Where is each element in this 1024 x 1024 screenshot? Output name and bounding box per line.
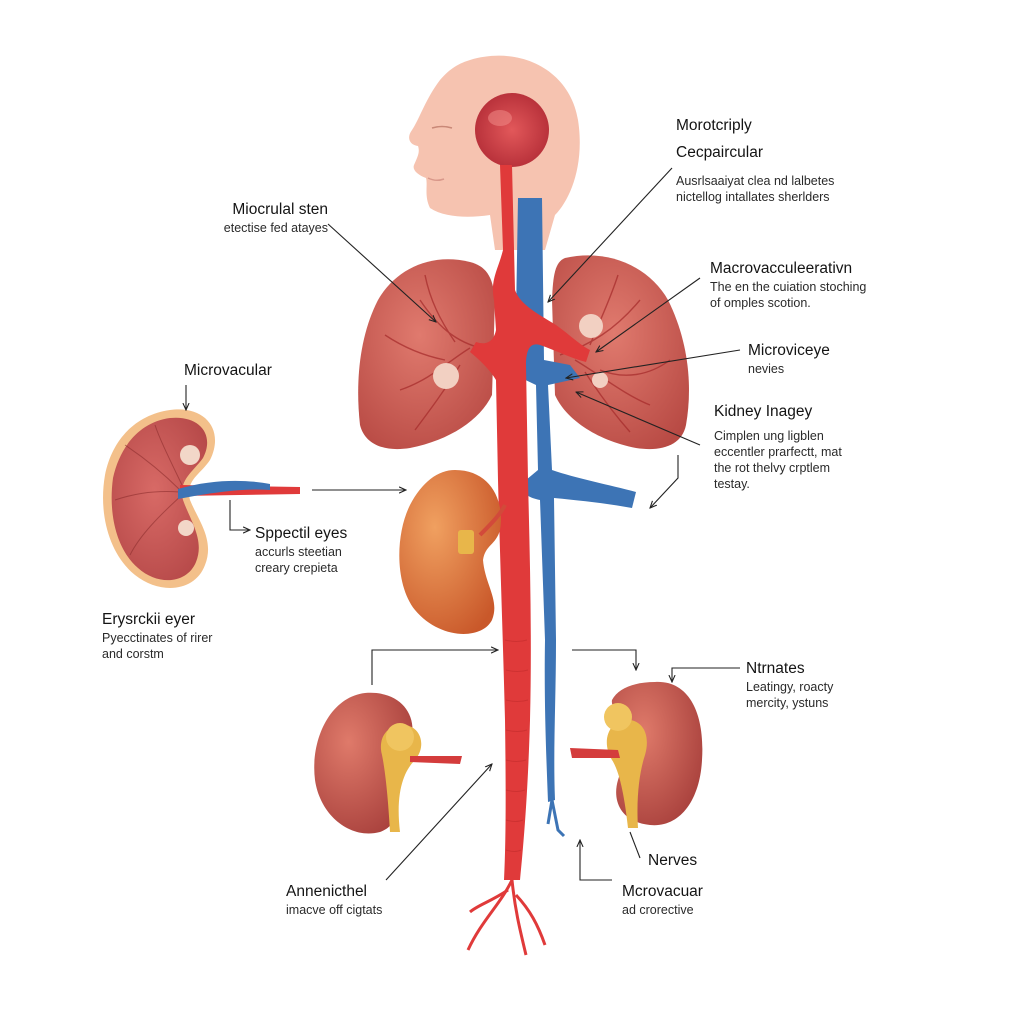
label-desc: Pyecctinates of rirer xyxy=(102,630,213,645)
leader-lines xyxy=(186,167,741,881)
aorta xyxy=(466,165,590,956)
label-title: Macrovacculeerativn xyxy=(710,260,853,277)
label-desc: eccentler prarfectt, mat xyxy=(714,444,842,459)
label-macro-right: Macrovacculeerativn The en the cuiation … xyxy=(710,259,866,311)
label-desc: Leatingy, roacty xyxy=(746,679,834,694)
label-desc: Ausrlsaaiyat clea nd lalbetes xyxy=(676,173,835,188)
label-eye-left: Erysrckii eyer Pyecctinates of rirer and… xyxy=(102,610,212,662)
label-arterial: Annenicthel imacve off cigtats xyxy=(286,882,382,918)
label-micro-right: Microviceye nevies xyxy=(748,341,830,377)
label-nerves: Nerves xyxy=(648,851,697,871)
label-desc: of omples scotion. xyxy=(710,295,811,310)
bottom-right-kidney xyxy=(570,681,703,828)
label-desc: and corstm xyxy=(102,646,164,661)
label-desc: creary crepieta xyxy=(255,560,338,575)
label-micro-left: Microvacular xyxy=(184,361,272,381)
label-micro-bottom: Mcrovacuar ad crorective xyxy=(622,882,703,918)
label-title: Nerves xyxy=(648,852,698,869)
label-title: Kidney Inagey xyxy=(714,403,813,420)
label-desc: nictellog intallates sherlders xyxy=(676,189,830,204)
label-desc: accurls steetian xyxy=(255,544,342,559)
label-desc: Cimplen ung ligblen xyxy=(714,428,824,443)
label-desc: etectise fed atayes xyxy=(223,220,328,235)
label-special-eyes: Sppectil eyes accurls steetian creary cr… xyxy=(255,524,347,576)
vena-cava xyxy=(515,198,636,838)
label-title: Erysrckii eyer xyxy=(102,611,196,628)
label-desc: nevies xyxy=(748,361,785,376)
label-desc: The en the cuiation stoching xyxy=(710,279,867,294)
label-top-right-2: Cecpaircular Ausrlsaaiyat clea nd lalbet… xyxy=(676,143,834,205)
center-kidney xyxy=(399,470,507,634)
label-title: Cecpaircular xyxy=(676,144,764,161)
label-nutrients: Ntrnates Leatingy, roacty mercity, ystun… xyxy=(746,659,833,711)
label-title: Sppectil eyes xyxy=(255,525,348,542)
brain-blood-sphere xyxy=(475,93,549,167)
label-title: Mcrovacuar xyxy=(622,883,703,900)
label-upper-left: Miocrulal sten etectise fed atayes xyxy=(200,200,328,236)
label-desc: mercity, ystuns xyxy=(746,695,829,710)
label-desc: the rot thelvy crptlem xyxy=(714,460,831,475)
label-top-right-1: Morotcriply xyxy=(676,116,752,136)
label-title: Morotcriply xyxy=(676,117,752,134)
label-kidney-right: Kidney Inagey Cimplen ung ligblen eccent… xyxy=(714,402,842,492)
label-desc: imacve off cigtats xyxy=(286,902,383,917)
label-desc: ad crorective xyxy=(622,902,694,917)
label-title: Microviceye xyxy=(748,342,830,359)
label-desc: testay. xyxy=(714,476,750,491)
label-title: Microvacular xyxy=(184,362,272,379)
label-title: Miocrulal sten xyxy=(232,201,328,218)
label-title: Annenicthel xyxy=(286,883,368,900)
label-title: Ntrnates xyxy=(746,660,805,677)
left-kidney-cutaway xyxy=(103,409,300,588)
bottom-left-kidney xyxy=(314,692,462,834)
